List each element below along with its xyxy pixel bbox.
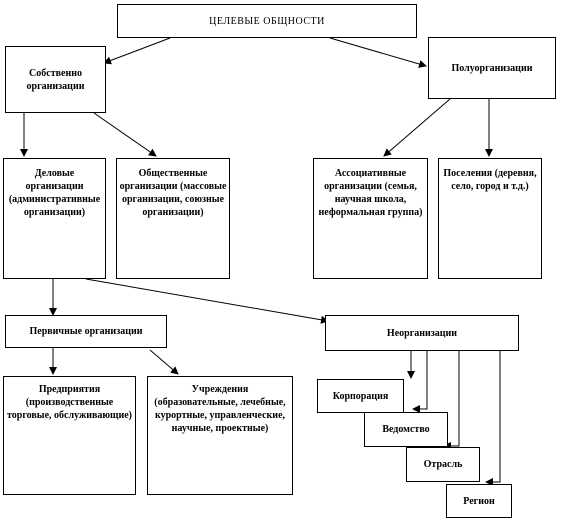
arrow-business-to-neo bbox=[85, 278, 329, 324]
node-industry-label: Отрасль bbox=[423, 459, 463, 470]
node-institutions-label: Учреждения (образовательные, лечебные, к… bbox=[154, 384, 286, 434]
arrow-neo-to-industry bbox=[443, 351, 460, 450]
diagram-title: ЦЕЛЕВЫЕ ОБЩНОСТИ bbox=[209, 15, 325, 27]
node-department-label: Ведомство bbox=[382, 424, 430, 435]
node-region: Регион bbox=[446, 484, 512, 518]
arrow-title-to-own bbox=[103, 37, 171, 65]
node-semi-orgs-label: Полуорганизации bbox=[451, 62, 533, 74]
arrow-primary-to-institutions bbox=[149, 349, 179, 375]
arrow-neo-to-department bbox=[412, 351, 428, 413]
node-corporation: Корпорация bbox=[317, 379, 404, 413]
node-assoc-orgs-label: Ассоциативные организации (семья, научна… bbox=[318, 168, 423, 218]
node-neo-orgs: Неорганизации bbox=[325, 315, 519, 351]
node-business-orgs: Деловые организации (административные ор… bbox=[3, 158, 106, 279]
title-box: ЦЕЛЕВЫЕ ОБЩНОСТИ bbox=[117, 4, 417, 38]
node-enterprises-label: Предприятия (производственные торговые, … bbox=[7, 384, 132, 421]
arrow-semi-to-assoc bbox=[383, 98, 451, 157]
node-business-orgs-label: Деловые организации (административные ор… bbox=[8, 168, 101, 218]
node-public-orgs-label: Общественные организации (массовые орган… bbox=[119, 168, 227, 218]
node-public-orgs: Общественные организации (массовые орган… bbox=[116, 158, 230, 279]
arrow-title-to-semi bbox=[329, 37, 427, 68]
node-corporation-label: Корпорация bbox=[332, 390, 389, 402]
node-primary-orgs: Первичные организации bbox=[5, 315, 167, 348]
node-region-label: Регион bbox=[463, 495, 495, 507]
node-semi-orgs: Полуорганизации bbox=[428, 37, 556, 99]
node-assoc-orgs: Ассоциативные организации (семья, научна… bbox=[313, 158, 428, 279]
node-department: Ведомство bbox=[364, 412, 448, 447]
node-enterprises: Предприятия (производственные торговые, … bbox=[3, 376, 136, 495]
arrow-own-to-public bbox=[93, 112, 157, 157]
arrow-neo-to-region bbox=[485, 351, 501, 486]
node-industry: Отрасль bbox=[406, 447, 480, 482]
node-neo-orgs-label: Неорганизации bbox=[386, 327, 458, 339]
node-institutions: Учреждения (образовательные, лечебные, к… bbox=[147, 376, 293, 495]
node-primary-orgs-label: Первичные организации bbox=[29, 326, 143, 337]
node-settlements: Поселения (деревня, село, город и т.д.) bbox=[438, 158, 542, 279]
node-own-orgs: Собственно организации bbox=[5, 46, 106, 113]
node-own-orgs-label: Собственно организации bbox=[26, 67, 85, 92]
node-settlements-label: Поселения (деревня, село, город и т.д.) bbox=[443, 168, 537, 192]
